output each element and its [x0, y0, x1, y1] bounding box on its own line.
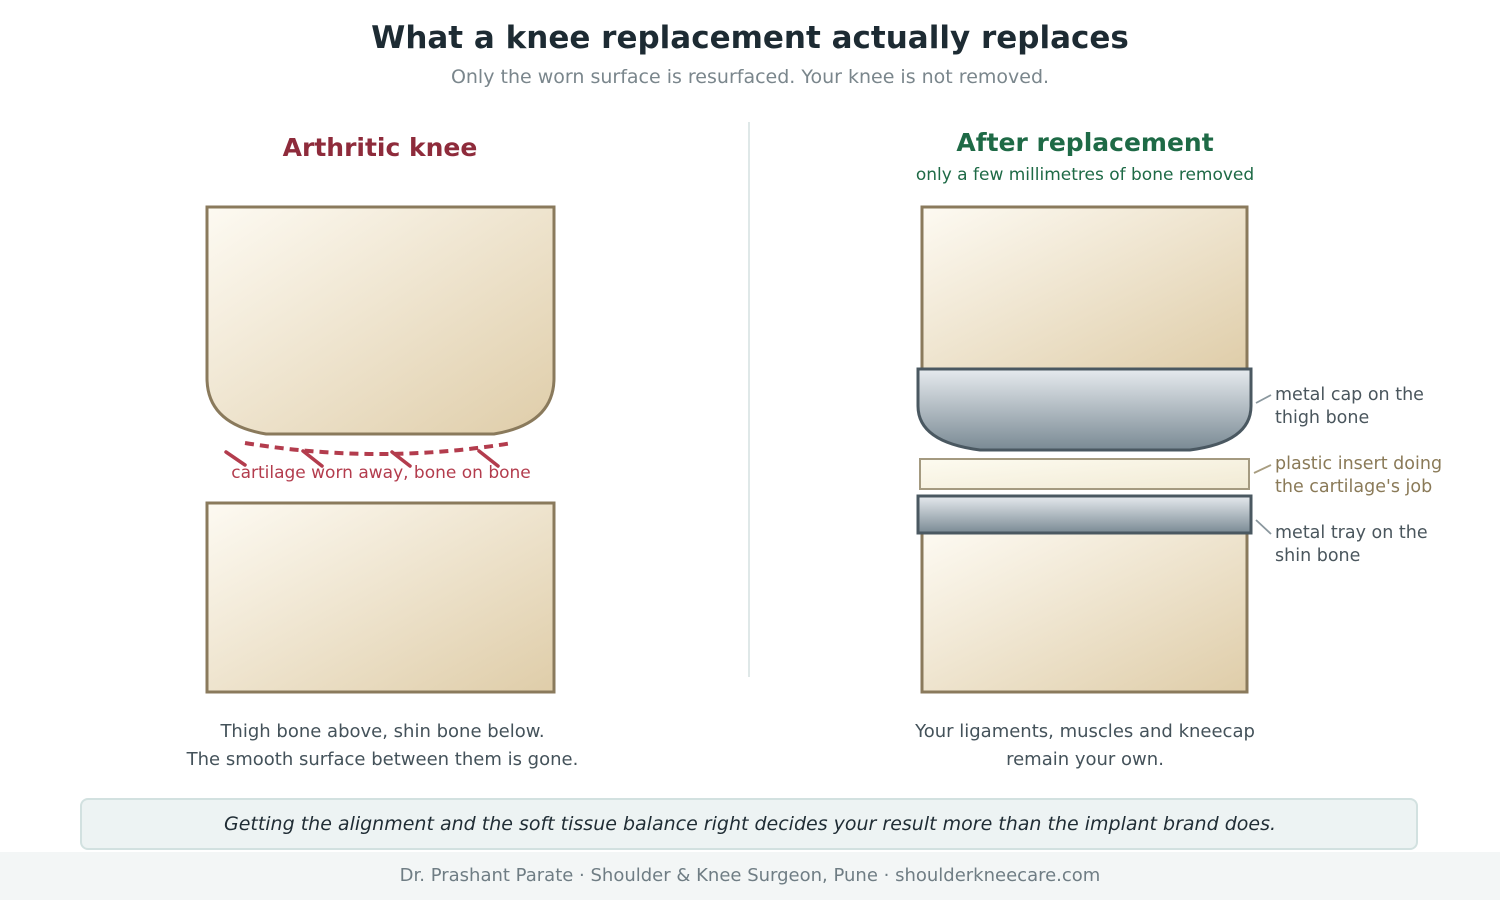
metal-cap: [916, 367, 1253, 452]
key-note-box: [80, 798, 1418, 850]
callout-line: shin bone: [1275, 546, 1361, 566]
thigh-bone-arthritic: [205, 205, 556, 436]
bone-on-bone-marks: [224, 449, 500, 468]
callout-line: thigh bone: [1275, 408, 1370, 428]
callout-line: metal tray on the: [1275, 523, 1428, 543]
thigh-bone-replaced: [920, 205, 1249, 372]
metal-tray: [916, 494, 1253, 535]
metal-cap-callout: metal cap on the thigh bone: [1275, 384, 1475, 430]
plastic-insert-callout: plastic insert doing the cartilage's job: [1275, 453, 1485, 499]
page-title: What a knee replacement actually replace…: [371, 20, 1129, 56]
page-subtitle: Only the worn surface is resurfaced. You…: [450, 66, 1050, 88]
callout-line: plastic insert doing: [1275, 454, 1443, 474]
caption-line: remain your own.: [1006, 749, 1164, 770]
plastic-insert: [919, 458, 1250, 490]
metal-tray-leader: [1255, 519, 1272, 535]
shin-bone-arthritic: [205, 501, 556, 694]
metal-cap-leader: [1255, 394, 1272, 404]
worn-cartilage-line: [244, 441, 513, 456]
callout-line: the cartilage's job: [1275, 477, 1433, 497]
shin-bone-replaced: [920, 530, 1249, 694]
arthritic-knee-caption: Thigh bone above, shin bone below. The s…: [130, 718, 635, 774]
after-replacement-subheading: only a few millimetres of bone removed: [915, 165, 1255, 185]
callout-line: metal cap on the: [1275, 385, 1424, 405]
caption-line: The smooth surface between them is gone.: [186, 749, 579, 770]
plastic-insert-leader: [1253, 464, 1272, 474]
after-replacement-caption: Your ligaments, muscles and kneecap rema…: [835, 718, 1335, 774]
caption-line: Thigh bone above, shin bone below.: [220, 721, 545, 742]
footer-bar: [0, 852, 1500, 900]
cartilage-worn-label: cartilage worn away, bone on bone: [231, 463, 531, 483]
panel-divider: [748, 122, 750, 677]
footer-text: Dr. Prashant Parate · Shoulder & Knee Su…: [399, 865, 1101, 886]
arthritic-knee-heading: Arthritic knee: [282, 133, 478, 162]
caption-line: Your ligaments, muscles and kneecap: [915, 721, 1255, 742]
after-replacement-heading: After replacement: [956, 128, 1214, 157]
metal-tray-callout: metal tray on the shin bone: [1275, 522, 1475, 568]
key-note-text: Getting the alignment and the soft tissu…: [223, 813, 1277, 835]
